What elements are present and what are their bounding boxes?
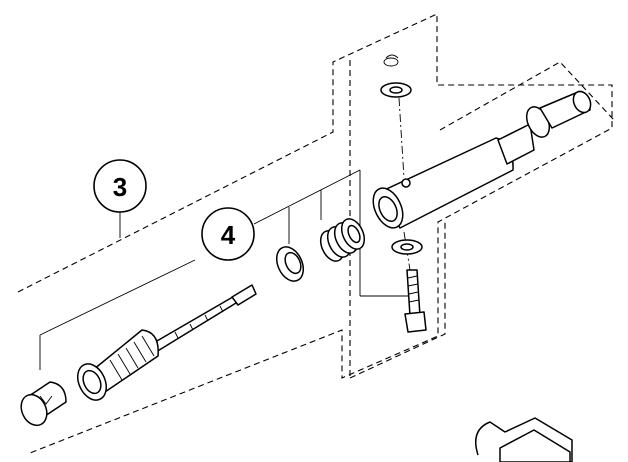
threaded-shaft bbox=[149, 284, 257, 353]
bracket-partial bbox=[475, 417, 573, 462]
callout-3-label: 3 bbox=[113, 172, 127, 202]
housing-pin-hole bbox=[401, 178, 411, 188]
callout-4-label: 4 bbox=[221, 220, 236, 250]
coil-spring bbox=[319, 218, 366, 262]
end-cap bbox=[20, 381, 67, 427]
callout-4-leader-tree bbox=[39, 169, 410, 370]
callout-4-circle bbox=[201, 207, 255, 261]
sleeve-boundary bbox=[439, 61, 615, 131]
spacer-ring bbox=[275, 246, 305, 282]
housing-cylinder bbox=[372, 90, 592, 229]
callout-3: 3 bbox=[93, 159, 147, 238]
group-right-boundary bbox=[349, 60, 446, 379]
callout-4: 4 bbox=[201, 207, 255, 261]
knurled-knob bbox=[76, 329, 159, 401]
set-screw bbox=[404, 269, 427, 333]
group-3-boundary bbox=[17, 13, 613, 454]
lower-washer bbox=[391, 239, 423, 255]
upper-washer bbox=[380, 82, 412, 98]
retaining-clip bbox=[383, 54, 399, 67]
